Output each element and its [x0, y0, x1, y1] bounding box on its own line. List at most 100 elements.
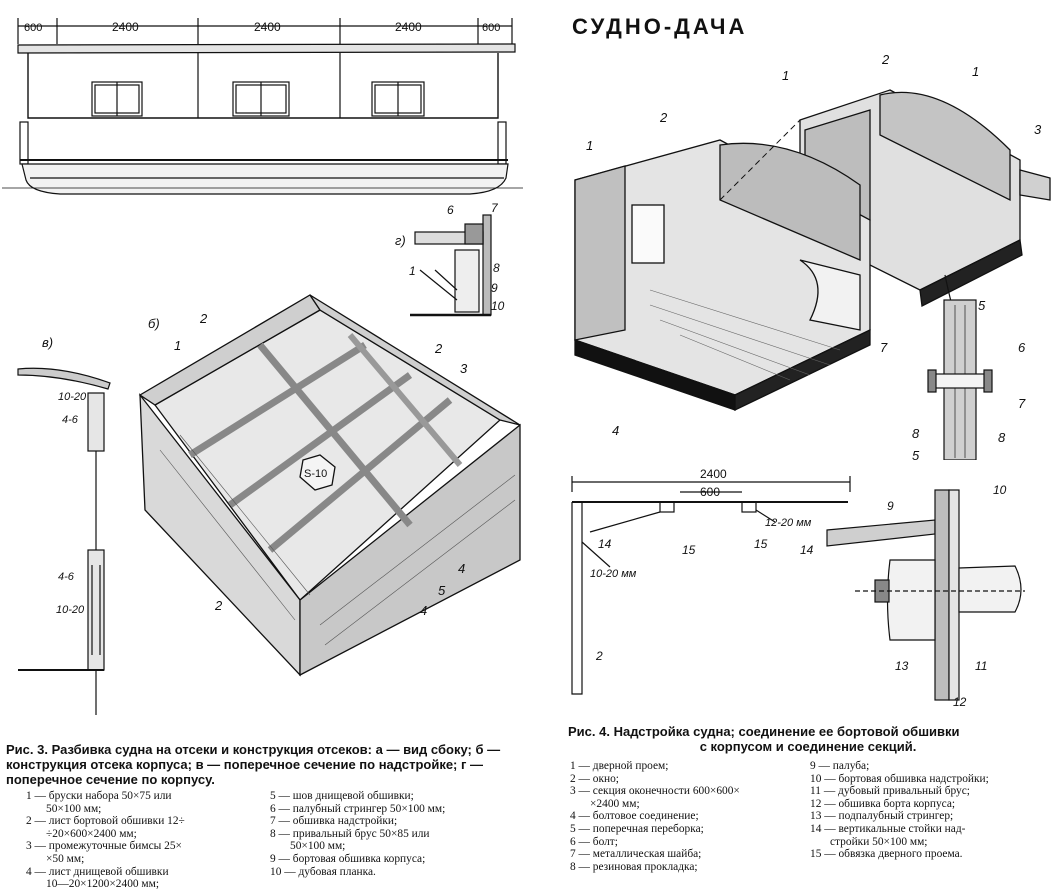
- fig3b-label-2-right: 2: [434, 341, 443, 356]
- legend-item: 7 — металлическая шайба;: [570, 848, 702, 861]
- fig4-label-8-b: 8: [998, 430, 1006, 445]
- legend-item: 11 — дубовый привальный брус;: [810, 785, 970, 798]
- fig4-label-1-a: 1: [586, 138, 593, 153]
- fig4-caption-line1: Рис. 4. Надстройка судна; соединение ее …: [568, 724, 960, 739]
- fig4-label-13: 13: [895, 659, 909, 673]
- fig4-label-8-a: 8: [912, 426, 920, 441]
- legend-item: 3 — промежуточные бимсы 25×: [26, 840, 182, 853]
- legend-item: 7 — обшивка надстройки;: [270, 815, 398, 828]
- legend-item: 10—20×1200×2400 мм;: [46, 878, 160, 891]
- fig4-label-15-b: 15: [754, 537, 768, 551]
- fig4-label-15-a: 15: [682, 543, 696, 557]
- fig3-superstructure-section: в) 10-20 4-6 4-6 10-20: [17, 335, 111, 715]
- fig4-caption-line2: с корпусом и соединение секций.: [699, 739, 917, 754]
- legend-item: 4 — лист днищевой обшивки: [26, 865, 169, 878]
- legend-item: 50×100 мм;: [290, 840, 346, 853]
- legend-item: 14 — вертикальные стойки над-: [810, 822, 966, 835]
- fig4-caption: Рис. 4. Надстройка судна; соединение ее …: [568, 724, 1048, 754]
- fig3-side-view: 600 2400 2400 2400 600: [2, 18, 523, 195]
- legend-item: стройки 50×100 мм;: [830, 835, 928, 848]
- legend-item: 13 — подпалубный стрингер;: [810, 810, 954, 823]
- legend-item: 50×100 мм;: [46, 802, 102, 815]
- dim-2400-1: 2400: [112, 20, 139, 34]
- fig4-label-14-a: 14: [598, 537, 612, 551]
- fig4-label-2-a: 2: [659, 110, 668, 125]
- fig3b-label-4-b: 4: [420, 603, 427, 618]
- legend-item: 2 — окно;: [570, 772, 619, 785]
- fig4-label-3: 3: [1034, 122, 1042, 137]
- fig3b-center-label: S-10: [304, 468, 327, 480]
- panel-b-label: б): [148, 316, 160, 331]
- fig3-hull-compartment: б) 2 1 2 3 S-10 4 5 4 2: [138, 294, 521, 677]
- fig4-label-7-a: 7: [880, 340, 888, 355]
- fig3-hull-section: г) 6 7 1 8 9 10: [395, 201, 505, 317]
- legend-item: 15 — обвязка дверного проема.: [810, 848, 963, 861]
- fig4-dim-600: 600: [700, 485, 720, 499]
- fig3v-dim-3: 4-6: [58, 571, 75, 583]
- fig4-section-dims: 2400 600 12-20 мм 10-20 мм 14 15 15 14 2: [571, 467, 851, 695]
- legend-item: 10 — бортовая обшивка надстройки;: [810, 772, 989, 785]
- legend-item: 12 — обшивка борта корпуса;: [810, 797, 956, 810]
- fig4-label-4: 4: [612, 423, 619, 438]
- fig4-label-12: 12: [953, 695, 967, 709]
- fig3g-label-1: 1: [409, 264, 416, 278]
- fig3-legend-left: 1 — бруски набора 50×75 или 50×100 мм; 2…: [26, 790, 266, 891]
- legend-item: 6 — болт;: [570, 835, 618, 848]
- legend-item: ÷20×600×2400 мм;: [46, 827, 137, 840]
- fig3b-label-1: 1: [174, 338, 181, 353]
- legend-item: ×50 мм;: [46, 852, 85, 865]
- legend-item: 2 — лист бортовой обшивки 12÷: [26, 815, 185, 828]
- legend-item: 1 — бруски набора 50×75 или: [26, 790, 172, 802]
- fig4-label-5-b: 5: [912, 448, 920, 460]
- fig3g-label-9: 9: [491, 281, 498, 295]
- fig3v-dim-2: 4-6: [62, 414, 79, 426]
- fig4-label-5-a: 5: [978, 298, 986, 313]
- fig3g-label-10: 10: [491, 299, 505, 313]
- dim-2400-2: 2400: [254, 20, 281, 34]
- legend-item: 8 — привальный брус 50×85 или: [270, 827, 430, 840]
- fig3-caption: Рис. 3. Разбивка судна на отсеки и конст…: [6, 742, 501, 787]
- fig4-label-9: 9: [887, 499, 894, 513]
- legend-item: 5 — поперечная переборка;: [570, 822, 704, 835]
- fig3g-label-8: 8: [493, 261, 500, 275]
- legend-item: 4 — болтовое соединение;: [570, 810, 699, 823]
- fig4-label-1-c: 1: [972, 64, 979, 79]
- legend-item: 6 — палубный стрингер 50×100 мм;: [270, 802, 446, 815]
- fig4-label-11: 11: [975, 659, 987, 673]
- fig4-label-14-b: 14: [800, 543, 814, 557]
- dim-2400-3: 2400: [395, 20, 422, 34]
- page-title: СУДНО-ДАЧА: [572, 14, 748, 39]
- legend-item: 10 — дубовая планка.: [270, 865, 376, 878]
- fig4-dim-2400: 2400: [700, 467, 727, 481]
- fig4-label-2: 2: [595, 649, 603, 663]
- fig3b-label-5: 5: [438, 583, 446, 598]
- fig4-label-10: 10: [993, 483, 1007, 497]
- fig3b-label-3: 3: [460, 361, 468, 376]
- panel-g-label: г): [395, 233, 406, 248]
- legend-item: 5 — шов днищевой обшивки;: [270, 790, 414, 802]
- fig3g-label-7: 7: [491, 201, 499, 215]
- fig3-legend-right: 5 — шов днищевой обшивки; 6 — палубный с…: [270, 790, 525, 878]
- legend-item: 8 — резиновая прокладка;: [570, 860, 698, 873]
- dim-600-left: 600: [24, 22, 42, 34]
- fig4-label-1-b: 1: [782, 68, 789, 83]
- fig4-dim-12-20: 12-20 мм: [765, 517, 812, 529]
- fig4-label-7-b: 7: [1018, 396, 1026, 411]
- fig3b-label-2-top: 2: [199, 311, 208, 326]
- legend-item: 1 — дверной проем;: [570, 760, 669, 772]
- fig4-legend-right: 9 — палуба; 10 — бортовая обшивка надстр…: [810, 760, 1050, 861]
- legend-item: 3 — секция оконечности 600×600×: [570, 785, 740, 798]
- panel-v-label: в): [42, 335, 53, 350]
- legend-item: 9 — палуба;: [810, 760, 870, 772]
- fig4-superstructure-view: 1 2 1 2 1 3 4 5 7 6 7 8 8 5: [574, 52, 1051, 460]
- fig3b-label-2-bottom: 2: [214, 598, 223, 613]
- fig4-label-6: 6: [1018, 340, 1026, 355]
- fig3v-dim-4: 10-20: [56, 604, 85, 616]
- dim-600-right: 600: [482, 22, 500, 34]
- fig4-legend-left: 1 — дверной проем; 2 — окно; 3 — секция …: [570, 760, 802, 873]
- fig3g-label-6: 6: [447, 203, 454, 217]
- fig4-dim-10-20: 10-20 мм: [590, 568, 637, 580]
- fig3b-label-4-a: 4: [458, 561, 465, 576]
- fig4-joint-detail: 9 10 13 11 12: [826, 483, 1025, 709]
- fig3v-dim-1: 10-20: [58, 391, 87, 403]
